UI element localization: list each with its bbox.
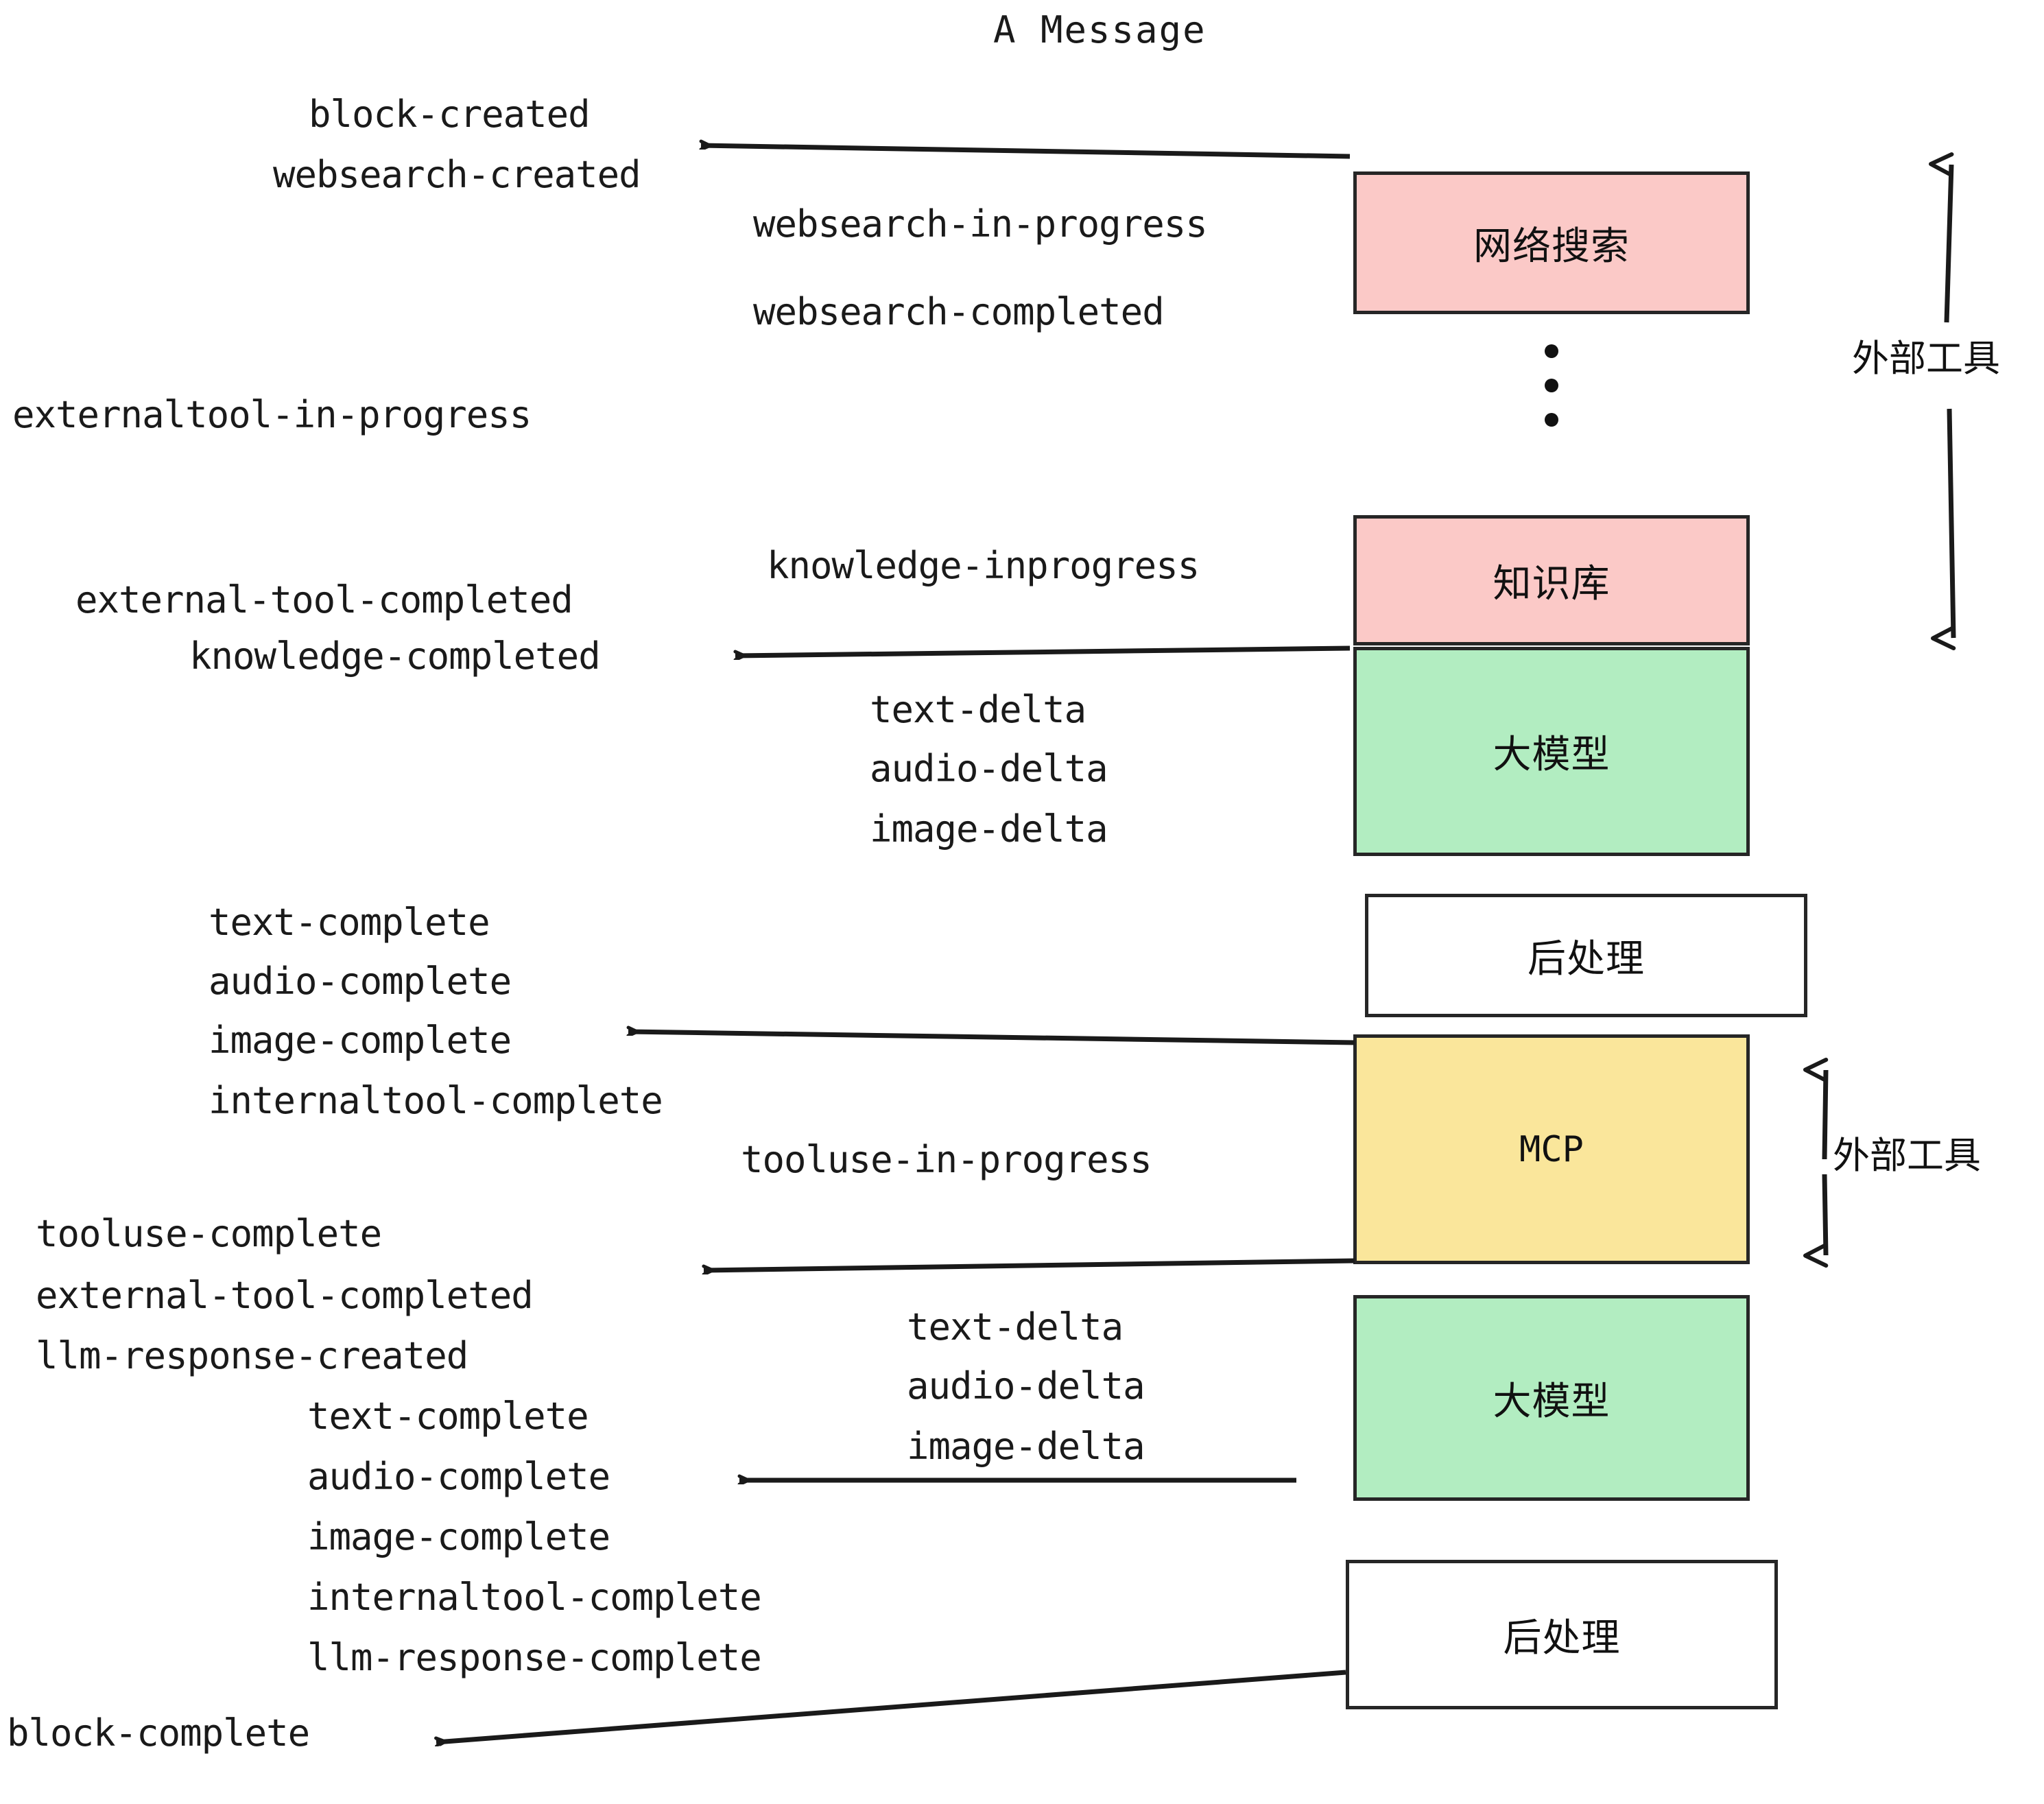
ellipsis-dot — [1545, 344, 1558, 358]
node-box-postprocess-1[interactable]: 后处理 — [1365, 894, 1807, 1017]
event-label-external-tool-completed-2: external-tool-completed — [36, 1274, 534, 1317]
node-box-llm-2[interactable]: 大模型 — [1353, 1295, 1750, 1501]
event-label-audio-delta-2: audio-delta — [907, 1364, 1145, 1408]
side-label-external-tools-1: 外部工具 — [1852, 337, 2000, 380]
event-label-audio-delta-1: audio-delta — [870, 747, 1108, 790]
arrow-mcp-to-image-complete — [628, 1032, 1355, 1045]
arrow-postprocess-to-block-complete — [436, 1670, 1346, 1742]
node-box-label: 大模型 — [1493, 733, 1611, 777]
event-label-internaltool-complete-2: internaltool-complete — [307, 1576, 762, 1619]
arrow-external-tools-down-1 — [1931, 408, 1956, 650]
event-label-image-delta-1: image-delta — [870, 807, 1108, 851]
event-label-image-complete-2: image-complete — [307, 1515, 610, 1558]
node-box-label: 网络搜索 — [1473, 224, 1630, 269]
event-label-tooluse-complete: tooluse-complete — [36, 1212, 382, 1255]
event-label-knowledge-inprogress: knowledge-inprogress — [767, 544, 1200, 587]
event-label-internaltool-complete-1: internaltool-complete — [209, 1079, 663, 1122]
node-box-label: 后处理 — [1528, 936, 1645, 982]
arrow-mcp-to-tooluse-complete — [704, 1258, 1355, 1270]
node-box-label: 后处理 — [1503, 1615, 1621, 1661]
node-box-web-search[interactable]: 网络搜索 — [1353, 171, 1750, 314]
node-box-postprocess-2[interactable]: 后处理 — [1346, 1560, 1778, 1709]
node-box-label: MCP — [1519, 1128, 1584, 1170]
event-label-text-complete-1: text-complete — [209, 901, 490, 944]
ellipsis-dot — [1545, 379, 1558, 392]
node-box-mcp[interactable]: MCP — [1353, 1034, 1750, 1264]
event-label-llm-response-complete: llm-response-complete — [307, 1636, 762, 1679]
arrow-external-tools-down-2 — [1803, 1174, 1829, 1268]
arrow-websearch-to-created — [701, 145, 1351, 159]
event-label-text-delta-1: text-delta — [870, 688, 1086, 731]
event-label-websearch-completed: websearch-completed — [753, 290, 1165, 333]
event-label-websearch-in-progress: websearch-in-progress — [753, 202, 1208, 246]
side-label-external-tools-2: 外部工具 — [1833, 1134, 1981, 1177]
arrow-external-tools-up-1 — [1929, 152, 1954, 323]
node-box-label: 知识库 — [1493, 561, 1611, 606]
event-label-external-tool-completed-1: external-tool-completed — [75, 578, 573, 621]
event-label-text-delta-2: text-delta — [907, 1305, 1124, 1349]
event-label-block-complete: block-complete — [7, 1711, 310, 1755]
event-label-audio-complete-2: audio-complete — [307, 1455, 610, 1498]
arrow-external-tools-up-2 — [1803, 1058, 1829, 1160]
event-label-image-complete-1: image-complete — [209, 1019, 512, 1062]
node-box-label: 大模型 — [1493, 1379, 1611, 1424]
event-label-text-complete-2: text-complete — [307, 1394, 589, 1438]
event-label-image-delta-2: image-delta — [907, 1425, 1145, 1468]
ellipsis-vertical — [1545, 344, 1558, 427]
node-box-llm-1[interactable]: 大模型 — [1353, 647, 1750, 856]
arrow-knowledge-to-completed — [735, 645, 1351, 656]
event-label-block-created: block-created — [309, 93, 591, 136]
ellipsis-dot — [1545, 413, 1558, 427]
event-label-tooluse-in-progress: tooluse-in-progress — [741, 1138, 1152, 1181]
diagram-title: A Message — [993, 8, 1207, 51]
event-label-llm-response-created: llm-response-created — [36, 1334, 468, 1377]
event-label-audio-complete-1: audio-complete — [209, 960, 512, 1003]
node-box-knowledge-base[interactable]: 知识库 — [1353, 515, 1750, 645]
event-label-knowledge-completed: knowledge-completed — [189, 634, 601, 678]
event-label-externaltool-in-progress: externaltool-in-progress — [12, 393, 532, 436]
event-label-websearch-created: websearch-created — [273, 153, 641, 196]
